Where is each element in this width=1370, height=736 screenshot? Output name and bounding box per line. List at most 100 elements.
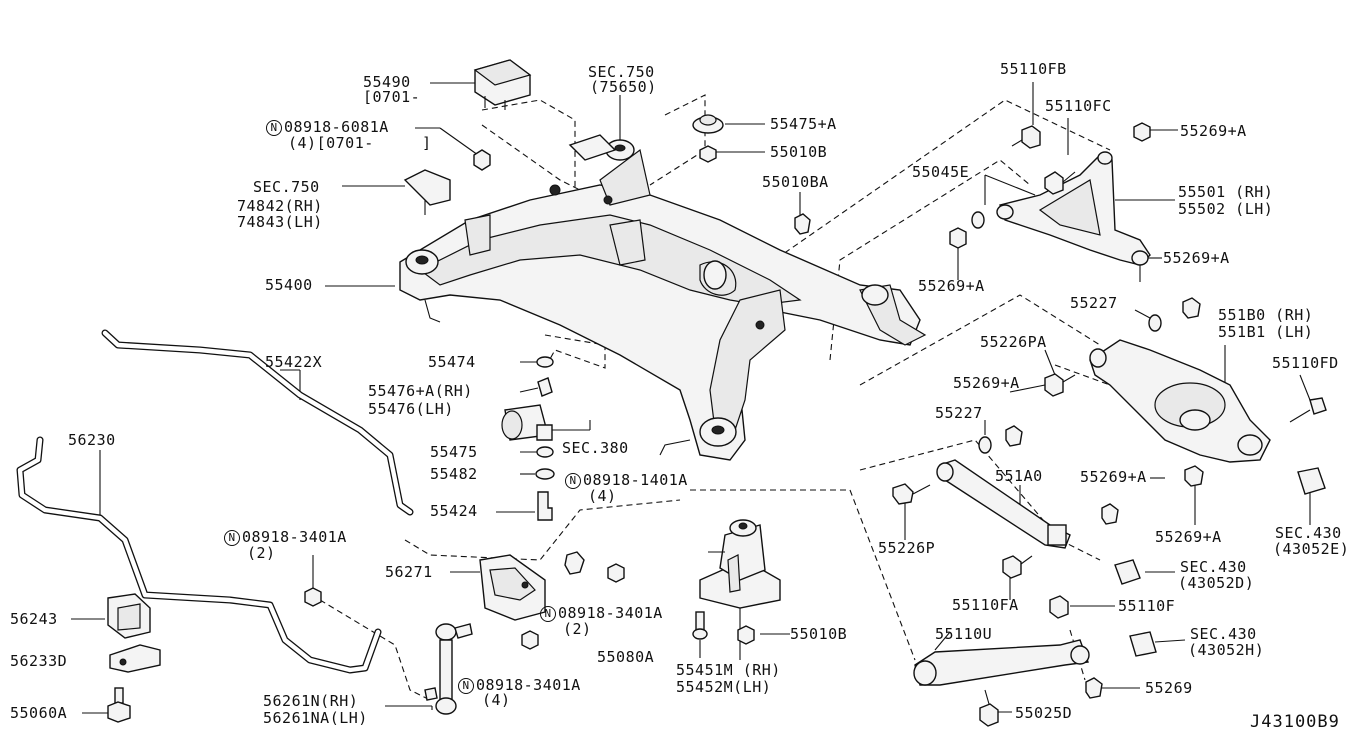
label-55110FB[interactable]: 55110FB — [1000, 60, 1067, 78]
label-55269A-4[interactable]: 55269+A — [953, 374, 1020, 392]
nut-08918-6081A — [473, 149, 491, 171]
part-number: 08918-1401A — [583, 471, 688, 489]
label-08918-1401A-qty: (4) — [588, 487, 617, 505]
nut-08918-3401A-c — [521, 630, 539, 650]
label-55110FC[interactable]: 55110FC — [1045, 97, 1112, 115]
label-sec750-b[interactable]: SEC.750 — [253, 178, 320, 196]
label-08918-3401A-b-qty: (2) — [563, 620, 592, 638]
bolt-55110FB — [1011, 125, 1041, 149]
part-number: 08918-3401A — [242, 528, 347, 546]
label-sec430-b-sub: (43052D) — [1178, 574, 1255, 592]
label-56271[interactable]: 56271 — [385, 563, 433, 581]
nut-56271 — [564, 551, 585, 575]
label-55269A-6[interactable]: 55269+A — [1155, 528, 1222, 546]
label-56243[interactable]: 56243 — [10, 610, 58, 628]
label-08918-6081A-note: (4)[0701- — [288, 134, 374, 152]
mount-bracket-55451M — [699, 519, 781, 609]
rear-suspension-member — [399, 139, 927, 461]
bolt-55060A — [107, 687, 131, 723]
label-55475[interactable]: 55475 — [430, 443, 478, 461]
label-55476A[interactable]: 55476+A(RH) — [368, 382, 473, 400]
leader-lines — [71, 82, 1311, 714]
label-55110FD[interactable]: 55110FD — [1272, 354, 1339, 372]
label-55451M[interactable]: 55451M (RH) — [676, 661, 781, 679]
label-551B1[interactable]: 551B1 (LH) — [1218, 323, 1314, 341]
label-sec750-a-sub: (75650) — [590, 78, 657, 96]
label-55400[interactable]: 55400 — [265, 276, 313, 294]
washer-55045E — [971, 211, 985, 229]
label-55060A[interactable]: 55060A — [10, 704, 68, 722]
label-55269A-5[interactable]: 55269+A — [1080, 468, 1147, 486]
label-55025D[interactable]: 55025D — [1015, 704, 1073, 722]
nut-55010B-bottom — [737, 625, 755, 645]
bushing-sec430-a — [1297, 467, 1326, 495]
label-55490-note: [0701- — [363, 88, 421, 106]
nut-55269A-3 — [1182, 297, 1201, 319]
label-55475A[interactable]: 55475+A — [770, 115, 837, 133]
nut-n-icon: N — [540, 606, 556, 622]
label-sec380[interactable]: SEC.380 — [562, 439, 629, 457]
label-sec430-c[interactable]: SEC.430 — [1190, 625, 1257, 643]
assembly-guide-lines — [319, 94, 1191, 701]
washer-55227-b — [978, 436, 992, 454]
label-55226PA[interactable]: 55226PA — [980, 333, 1047, 351]
label-55110F[interactable]: 55110F — [1118, 597, 1176, 615]
label-56261NA[interactable]: 56261NA(LH) — [263, 709, 368, 727]
label-55110FA[interactable]: 55110FA — [952, 596, 1019, 614]
nut-n-icon: N — [224, 530, 240, 546]
label-56230[interactable]: 56230 — [68, 431, 116, 449]
stabilizer-bar-56230 — [16, 436, 382, 674]
label-56233D[interactable]: 56233D — [10, 652, 68, 670]
label-55110U[interactable]: 55110U — [935, 625, 993, 643]
nut-55269A-4 — [1005, 425, 1023, 447]
label-55227-b[interactable]: 55227 — [935, 404, 983, 422]
nut-55269A-6 — [1184, 465, 1204, 487]
nut-55269 — [1085, 677, 1103, 699]
label-55422X[interactable]: 55422X — [265, 353, 323, 371]
label-55269A-1[interactable]: 55269+A — [1180, 122, 1247, 140]
washer-55227-a — [1148, 314, 1162, 332]
label-55476[interactable]: 55476(LH) — [368, 400, 454, 418]
label-55226P[interactable]: 55226P — [878, 539, 936, 557]
label-55452M[interactable]: 55452M(LH) — [676, 678, 772, 696]
module-55490 — [473, 59, 532, 110]
link-551A0 — [936, 459, 1071, 549]
label-55482[interactable]: 55482 — [430, 465, 478, 483]
label-sec430-a[interactable]: SEC.430 — [1275, 524, 1342, 542]
label-sec750-a[interactable]: SEC.750 — [588, 63, 655, 81]
label-55227-a[interactable]: 55227 — [1070, 294, 1118, 312]
label-sec430-b[interactable]: SEC.430 — [1180, 558, 1247, 576]
label-55501[interactable]: 55501 (RH) — [1178, 183, 1274, 201]
stabilizer-bar-55422X — [101, 329, 414, 516]
label-55045E[interactable]: 55045E — [912, 163, 970, 181]
label-55424[interactable]: 55424 — [430, 502, 478, 520]
label-55010B-top[interactable]: 55010B — [770, 143, 828, 161]
label-sec750-b-lh: 74843(LH) — [237, 213, 323, 231]
label-56261N[interactable]: 56261N(RH) — [263, 692, 359, 710]
bushing-stack-55474 — [501, 356, 585, 521]
label-55269A-3[interactable]: 55269+A — [1163, 249, 1230, 267]
bolt-55110FD — [1289, 397, 1327, 423]
label-551B0[interactable]: 551B0 (RH) — [1218, 306, 1314, 324]
bolt-55226P — [892, 483, 931, 505]
label-55490[interactable]: 55490 — [363, 73, 411, 91]
label-55010B-bottom[interactable]: 55010B — [790, 625, 848, 643]
label-55269[interactable]: 55269 — [1145, 679, 1193, 697]
label-55474[interactable]: 55474 — [428, 353, 476, 371]
label-55269A-2[interactable]: 55269+A — [918, 277, 985, 295]
lower-arm-551B0 — [1089, 339, 1271, 463]
label-551A0[interactable]: 551A0 — [995, 467, 1043, 485]
label-55080A[interactable]: 55080A — [597, 648, 655, 666]
bracket-sec750-top — [568, 134, 617, 161]
label-08918-6081A-close: ] — [422, 134, 432, 152]
label-55010BA[interactable]: 55010BA — [762, 173, 829, 191]
label-55502[interactable]: 55502 (LH) — [1178, 200, 1274, 218]
nut-55269A-1 — [1133, 122, 1151, 142]
mount-55475A — [692, 114, 724, 163]
